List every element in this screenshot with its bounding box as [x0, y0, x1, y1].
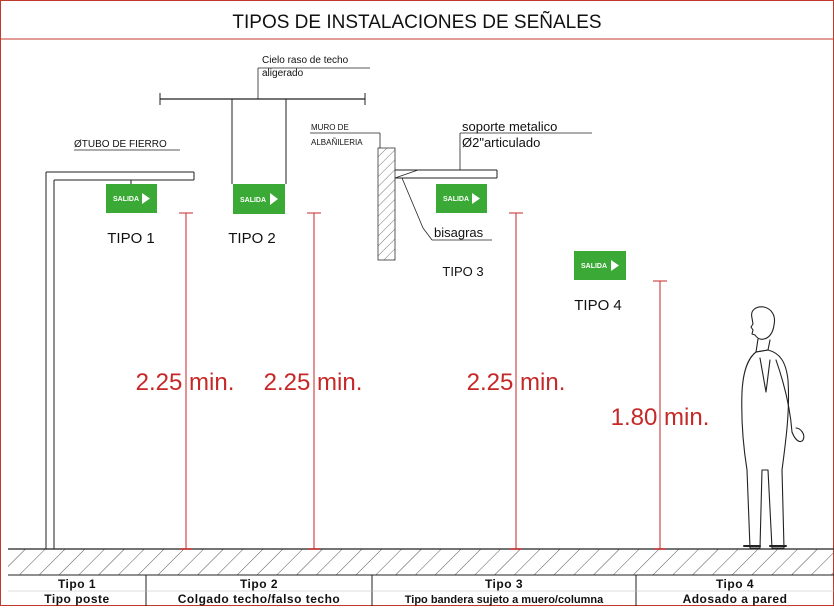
- arrow-right-icon: [472, 193, 480, 204]
- person-lapel: [759, 357, 771, 393]
- footer-title-tipo-3: Tipo 3: [485, 577, 523, 591]
- support-annotation-line-2: Ø2"articulado: [462, 135, 540, 150]
- exit-sign-tipo-4: SALIDA: [574, 251, 626, 280]
- exit-sign-text: SALIDA: [240, 197, 266, 204]
- tipo-4-dimension: 1.80 min.: [611, 404, 710, 431]
- exit-sign-tipo-2: SALIDA: [233, 184, 285, 214]
- person-body: [741, 349, 790, 549]
- exit-sign-text: SALIDA: [113, 196, 139, 203]
- hinges-annotation: bisagras: [434, 225, 484, 240]
- tipo-1-dimension: 2.25 min.: [136, 369, 235, 396]
- tipo-2-label: TIPO 2: [228, 230, 276, 247]
- tipo-1-label: TIPO 1: [107, 230, 155, 247]
- tipo-2-installation: Cielo raso de techo aligerado SALIDA TIP…: [159, 55, 370, 550]
- support-annotation-line-1: soporte metalico: [462, 119, 557, 134]
- tube-annotation: ØTUBO DE FIERRO: [74, 139, 167, 150]
- ceiling-annotation-line-2: aligerado: [262, 68, 304, 79]
- exit-sign-tipo-1: SALIDA: [106, 184, 157, 213]
- wall-annotation-line-1: MURO DE: [311, 123, 349, 132]
- support-brace: [394, 169, 419, 179]
- exit-sign-text: SALIDA: [443, 196, 469, 203]
- exit-sign-text: SALIDA: [581, 263, 607, 270]
- arrow-right-icon: [142, 193, 150, 204]
- person-head: [750, 306, 776, 340]
- diagram-title: TIPOS DE INSTALACIONES DE SEÑALES: [232, 11, 601, 33]
- hinge-leader: [422, 227, 433, 241]
- footer-desc-tipo-1: Tipo poste: [44, 592, 109, 606]
- footer-desc-tipo-4: Adosado a pared: [683, 592, 788, 606]
- tipo-2-dimension: 2.25 min.: [264, 369, 363, 396]
- arrow-right-icon: [270, 193, 278, 205]
- person-arm: [775, 359, 805, 443]
- person-figure: [741, 306, 805, 549]
- footer-desc-tipo-3: Tipo bandera sujeto a muero/columna: [405, 594, 604, 606]
- arrow-right-icon: [611, 260, 619, 271]
- exit-sign-tipo-3: SALIDA: [436, 184, 487, 213]
- tipo-3-installation: MURO DE ALBAÑILERIA bisagras soporte met…: [310, 119, 592, 550]
- footer-table: Tipo 1 Tipo poste Tipo 2 Colgado techo/f…: [8, 575, 834, 606]
- masonry-wall: [377, 147, 396, 261]
- tipo-3-dimension: 2.25 min.: [467, 369, 566, 396]
- ground-hatch: [8, 549, 834, 575]
- footer-title-tipo-2: Tipo 2: [240, 577, 278, 591]
- tipo-1-installation: ØTUBO DE FIERRO SALIDA TIPO 1 2.25 min.: [45, 139, 235, 550]
- hinge-leader: [401, 177, 424, 229]
- tipo-4-installation: SALIDA TIPO 4 1.80 min.: [574, 251, 710, 550]
- footer-desc-tipo-2: Colgado techo/falso techo: [178, 592, 341, 606]
- footer-title-tipo-4: Tipo 4: [716, 577, 754, 591]
- ceiling-annotation-line-1: Cielo raso de techo: [262, 55, 349, 66]
- footer-title-tipo-1: Tipo 1: [58, 577, 96, 591]
- wall-annotation-line-2: ALBAÑILERIA: [311, 138, 363, 147]
- tipo-3-label: TIPO 3: [442, 264, 483, 279]
- tipo-4-label: TIPO 4: [574, 297, 622, 314]
